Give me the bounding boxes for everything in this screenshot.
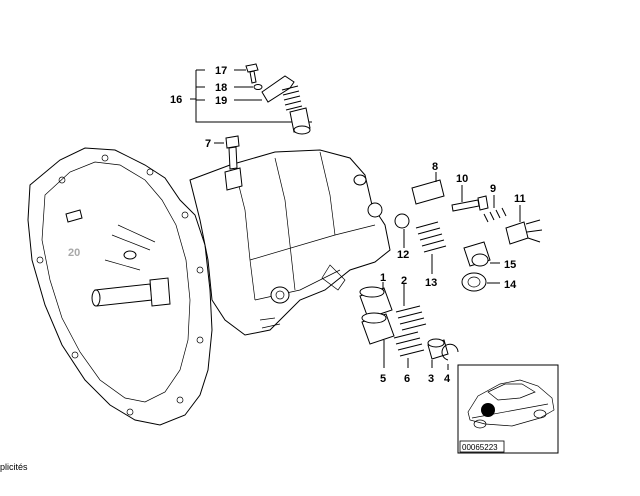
lever-group [190,63,312,135]
vehicle-location-thumbnail: 00065223 [457,364,559,454]
callout-15: 15 [504,259,516,271]
callout-6: 6 [404,373,410,385]
callout-17: 17 [215,65,227,77]
callout-13: 13 [425,277,437,289]
diagram-reference-number: 00065223 [462,443,498,452]
lower-parts [359,282,459,370]
callout-2: 2 [401,275,407,287]
callout-14: 14 [504,279,517,291]
callout-9: 9 [490,183,496,195]
callout-20: 20 [68,247,80,259]
gearbox-housing [27,147,391,426]
callout-16: 16 [170,94,182,106]
callout-8: 8 [432,161,438,173]
callout-12: 12 [397,249,409,261]
callout-5: 5 [380,373,386,385]
callout-4: 4 [444,373,451,385]
callout-labels: 17 18 19 16 7 8 10 9 11 12 13 15 14 1 2 … [68,65,526,385]
callout-11: 11 [514,193,526,205]
callout-18: 18 [215,82,227,94]
selector-parts [394,172,543,292]
location-marker-icon [481,403,495,417]
callout-1: 1 [380,272,386,284]
footer-text: plicités [0,462,28,472]
callout-3: 3 [428,373,434,385]
callout-19: 19 [215,95,227,107]
screw-7 [214,135,240,170]
callout-10: 10 [456,173,468,185]
callout-7: 7 [205,138,211,150]
